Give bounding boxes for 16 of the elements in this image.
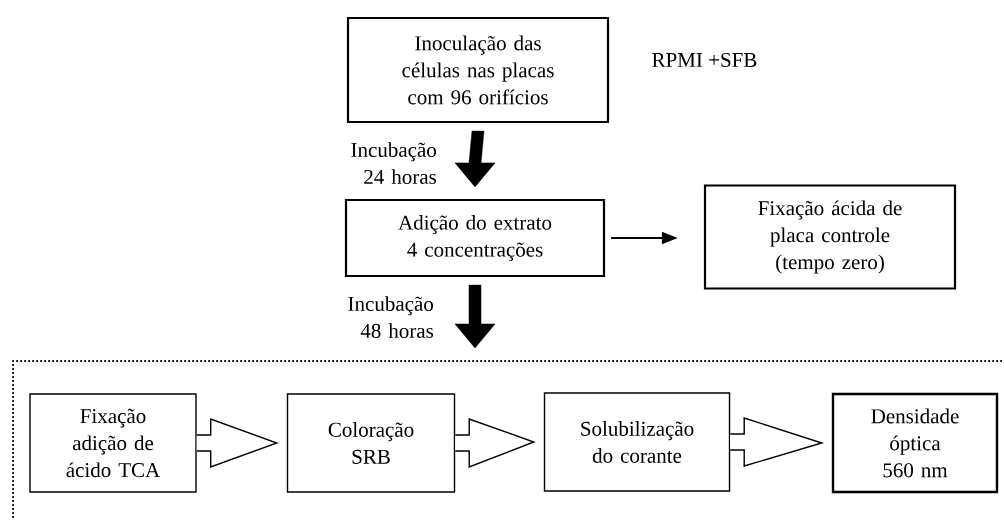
process-box: Fixação adição de ácido TCA [29,393,197,493]
hollow-arrow [729,417,825,467]
process-box: Densidade óptica 560 nm [831,392,999,494]
process-box: Adição do extrato 4 concentrações [344,198,606,278]
edge-label: Incubação 24 horas [351,142,437,184]
process-box: Inoculação das células nas placas com 96 orifícios [346,16,610,124]
hollow-arrow [196,418,279,468]
block-arrow [454,130,496,188]
block-arrow [454,284,496,349]
hollow-arrow [454,418,536,469]
process-box: Coloração SRB [286,393,456,493]
note-text: RPMI +SFB [652,52,757,68]
dotted-frame [12,360,1004,520]
edge-label: Incubação 48 horas [348,296,434,338]
process-box: Solubilização do corante [543,392,731,492]
process-box: Fixação ácida de placa controle (tempo zero) [703,184,957,290]
